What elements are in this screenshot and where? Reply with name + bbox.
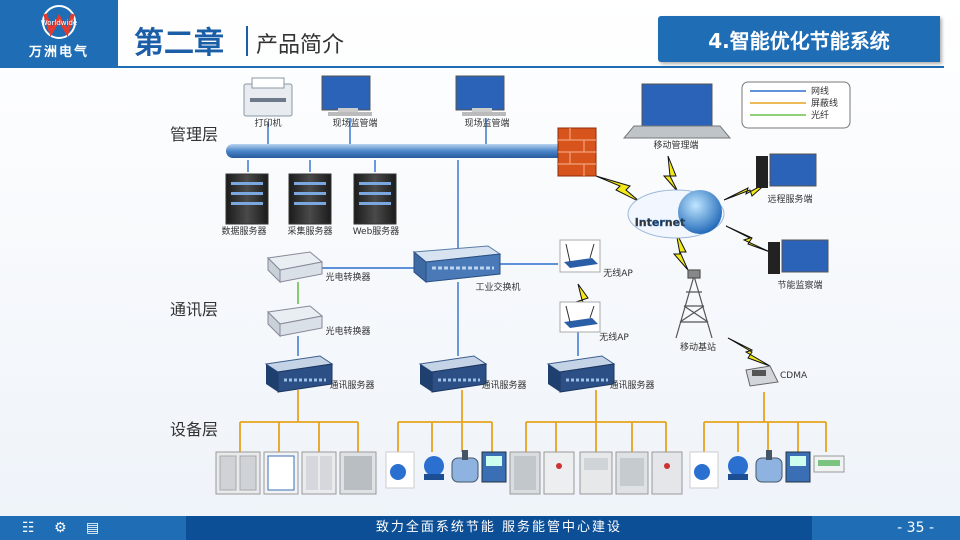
- footer-center-band: [186, 516, 812, 540]
- server-icon: [288, 173, 332, 225]
- legend-label-lan: 网线: [811, 85, 829, 97]
- energy-monitor-label: 节能监察端: [777, 279, 822, 291]
- comm-server-2-label: 通讯服务器: [481, 379, 526, 391]
- globe-icon: [627, 189, 725, 239]
- cabinet-icon: [301, 451, 337, 495]
- valve-icon: [451, 450, 479, 483]
- comm-server-3-label: 通讯服务器: [609, 379, 654, 391]
- monitor-icon: [455, 75, 506, 116]
- section-badge: 4.智能优化节能系统: [658, 16, 940, 62]
- layer-label-management: 管理层: [170, 125, 218, 144]
- lan-wires: [247, 118, 579, 356]
- converter-icon: [266, 305, 324, 338]
- db-server-label: 数据服务器: [221, 225, 266, 237]
- web-server-label: Web服务器: [353, 225, 400, 237]
- cabinet-icon: [651, 451, 683, 495]
- gear-icon[interactable]: ⚙: [54, 520, 67, 536]
- meter-icon: [424, 456, 444, 480]
- meter-icon: [728, 456, 748, 480]
- mobile-terminal-label: 移动管理端: [653, 139, 698, 151]
- comm-server-icon: [546, 355, 616, 393]
- router-icon: [559, 301, 601, 333]
- header-rule: [0, 66, 944, 68]
- book-icon[interactable]: ▤: [86, 520, 100, 536]
- router-icon: [559, 239, 601, 273]
- legend-label-shielded: 屏蔽线: [811, 97, 838, 109]
- collect-server-label: 采集服务器: [287, 225, 332, 237]
- network-topology-diagram: 网线 屏蔽线 光纤 管理层 通讯层 设备层: [170, 75, 851, 495]
- logo-small-text: Worldwide: [41, 19, 77, 27]
- meter-icon: [785, 451, 811, 483]
- cabinet-icon: [579, 451, 613, 495]
- cabinet-icon: [339, 451, 377, 495]
- cabinet-icon: [509, 451, 541, 495]
- layer-label-communication: 通讯层: [170, 300, 218, 319]
- server-icon: [225, 173, 269, 225]
- chapter-subtitle: 产品简介: [256, 33, 345, 58]
- site-monitor-2-label: 现场监管端: [464, 117, 509, 129]
- monitor-icon: [768, 239, 829, 274]
- cabinet-icon: [543, 451, 575, 495]
- management-bus: [226, 144, 566, 158]
- monitor-icon: [321, 75, 372, 116]
- cabinet-icon: [615, 451, 649, 495]
- logo-w-icon: Worldwide: [41, 5, 77, 39]
- meter-icon: [385, 451, 415, 489]
- monitor-icon: [756, 153, 817, 188]
- meter-icon: [689, 451, 719, 489]
- comm-server-1-label: 通讯服务器: [329, 379, 374, 391]
- comm-server-icon: [264, 355, 334, 393]
- internet-label: Internet: [635, 216, 686, 229]
- device-layer-equipment: [215, 450, 845, 495]
- ap-2-label: 无线AP: [599, 331, 629, 343]
- valve-icon: [755, 450, 783, 483]
- comm-server-icon: [418, 355, 488, 393]
- site-monitor-1-label: 现场监管端: [332, 117, 377, 129]
- phone-icon: [745, 365, 779, 387]
- fiber-conv-2-label: 光电转换器: [325, 325, 370, 337]
- server-icon: [353, 173, 397, 225]
- shielded-buses: [239, 390, 827, 452]
- meter-icon: [481, 451, 507, 483]
- base-station-label: 移动基站: [680, 341, 716, 353]
- fiber-conv-1-label: 光电转换器: [325, 271, 370, 283]
- switch-label: 工业交换机: [475, 281, 520, 293]
- laptop-icon: [622, 83, 732, 139]
- layer-label-device: 设备层: [170, 420, 218, 439]
- legend: 网线 屏蔽线 光纤: [741, 81, 851, 129]
- tower-icon: [675, 269, 713, 339]
- meter-icon: [813, 455, 845, 473]
- logo-text: 万洲电气: [28, 45, 89, 60]
- remote-server-label: 远程服务端: [767, 193, 812, 205]
- converter-icon: [266, 251, 324, 284]
- chapter-title: 第二章: [134, 26, 224, 61]
- network-icon[interactable]: ☷: [22, 520, 35, 536]
- cabinet-icon: [215, 451, 261, 495]
- switch-icon: [412, 245, 502, 284]
- cdma-label: CDMA: [780, 371, 808, 381]
- company-logo: Worldwide 万洲电气: [0, 0, 118, 66]
- cabinet-icon: [263, 451, 299, 495]
- legend-label-fiber: 光纤: [811, 109, 829, 121]
- footer-slogan: 致力全面系统节能 服务能管中心建设: [375, 520, 623, 535]
- page-number: - 35 -: [897, 520, 934, 536]
- firewall-icon: [557, 127, 597, 177]
- printer-label: 打印机: [254, 117, 281, 129]
- title-divider: [246, 26, 248, 56]
- ap-1-label: 无线AP: [603, 267, 633, 279]
- printer-icon: [243, 77, 293, 117]
